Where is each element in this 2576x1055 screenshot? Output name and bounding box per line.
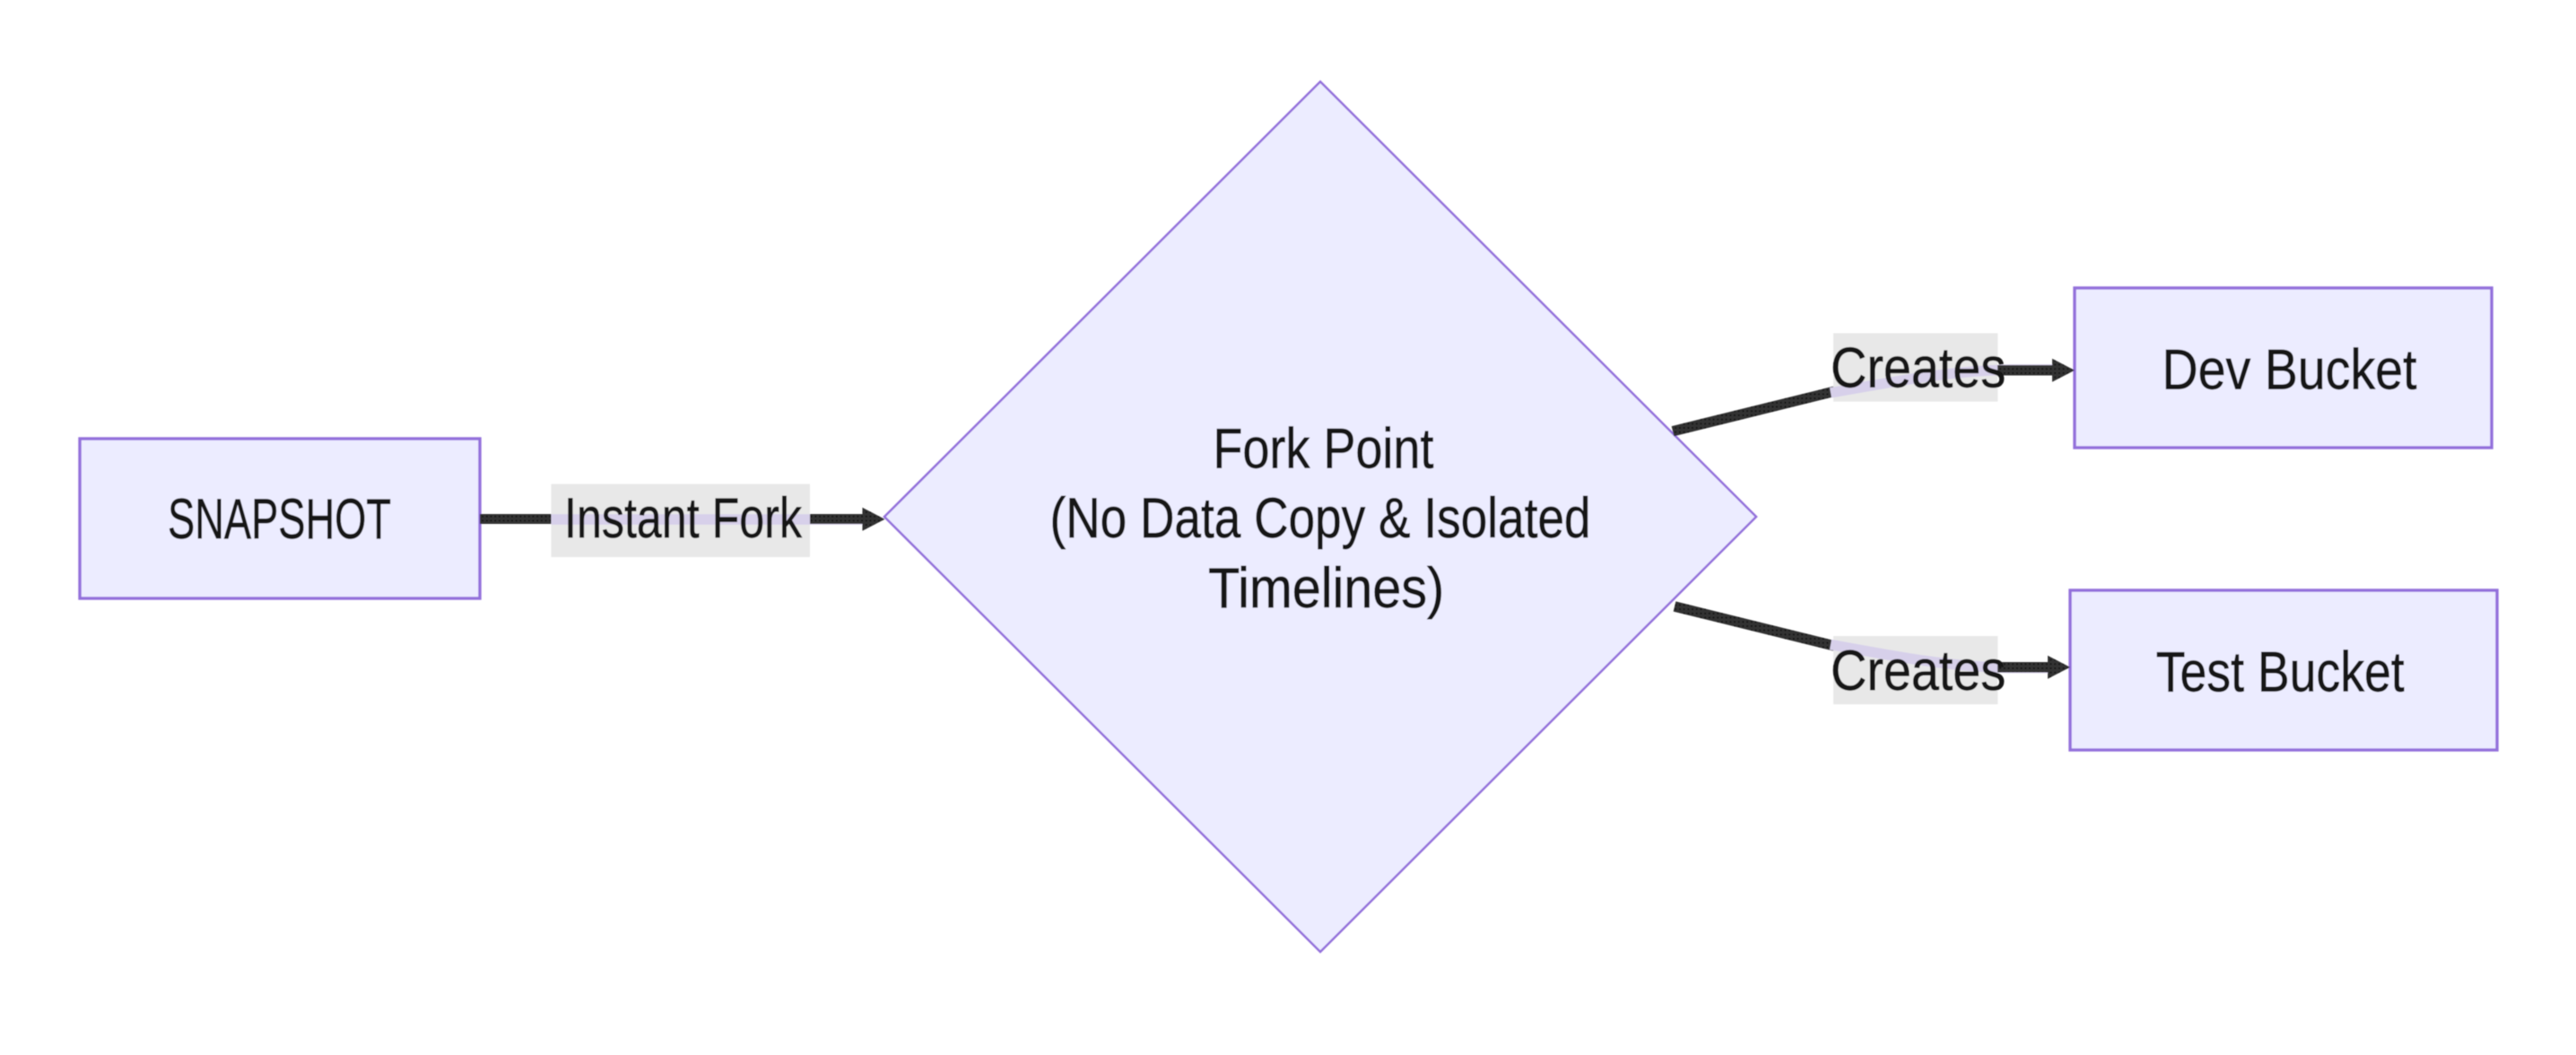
svg-text:SNAPSHOT: SNAPSHOT xyxy=(168,488,391,551)
svg-text:Creates: Creates xyxy=(1831,640,2006,702)
svg-text:Test Bucket: Test Bucket xyxy=(2156,641,2405,704)
svg-text:(No Data Copy & Isolated: (No Data Copy & Isolated xyxy=(1050,487,1591,550)
svg-text:Instant Fork: Instant Fork xyxy=(564,487,802,550)
svg-text:Dev Bucket: Dev Bucket xyxy=(2163,338,2417,401)
svg-text:Timelines): Timelines) xyxy=(1208,557,1444,620)
svg-text:Fork Point: Fork Point xyxy=(1213,417,1433,480)
svg-text:Creates: Creates xyxy=(1831,337,2006,400)
